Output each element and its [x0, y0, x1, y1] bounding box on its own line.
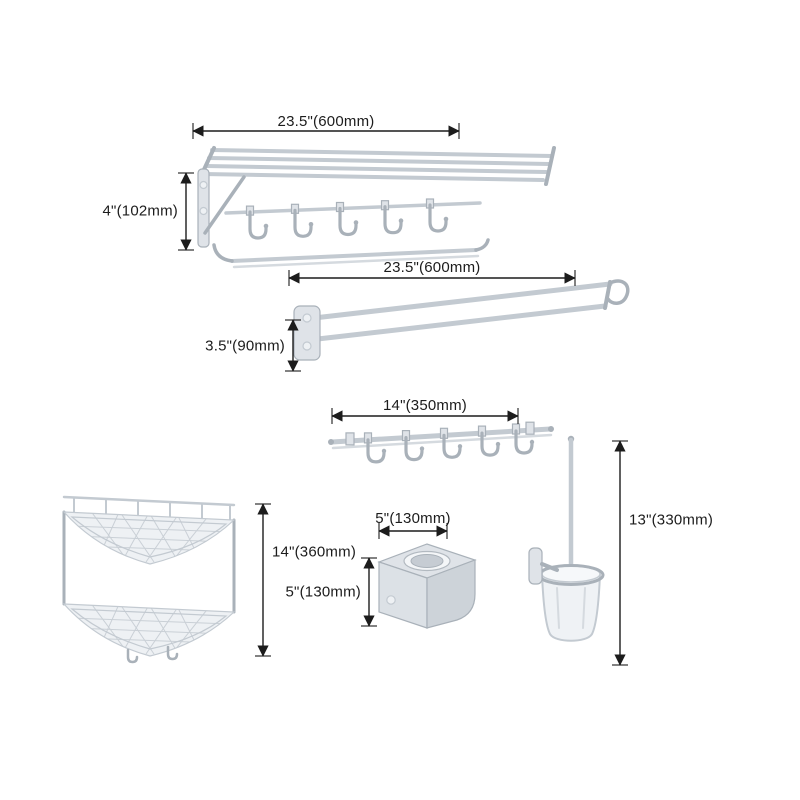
robe-hook-rail-drawing — [328, 421, 554, 464]
robe-hook-rail-image — [320, 412, 565, 477]
toilet-brush-holder-drawing — [528, 435, 605, 642]
towel-bar-height-label: 3.5"(90mm) — [205, 337, 285, 355]
paper-holder-width-label: 5"(130mm) — [375, 510, 451, 527]
towel-shelf-height-label: 4"(102mm) — [102, 202, 178, 220]
paper-holder-height-label: 5"(130mm) — [285, 583, 361, 601]
hook-rail-width-label: 14"(350mm) — [382, 397, 468, 414]
towel-shelf-rack-image — [178, 133, 578, 278]
double-towel-bar-image — [272, 250, 657, 380]
towel-shelf-rack-drawing — [197, 146, 556, 269]
corner-shelf-image — [50, 478, 250, 664]
towel-shelf-width-label: 23.5"(600mm) — [277, 113, 375, 130]
double-towel-bar-drawing — [293, 279, 630, 361]
corner-shelf-height-label: 14"(360mm) — [272, 543, 357, 561]
toilet-paper-holder-drawing — [377, 543, 477, 629]
toilet-brush-holder-image — [505, 428, 640, 673]
corner-shelf-drawing — [62, 495, 236, 664]
towel-bar-width-label: 23.5"(600mm) — [383, 259, 481, 276]
toilet-paper-holder-image — [365, 530, 485, 630]
toilet-brush-height-label: 13"(330mm) — [629, 511, 714, 529]
